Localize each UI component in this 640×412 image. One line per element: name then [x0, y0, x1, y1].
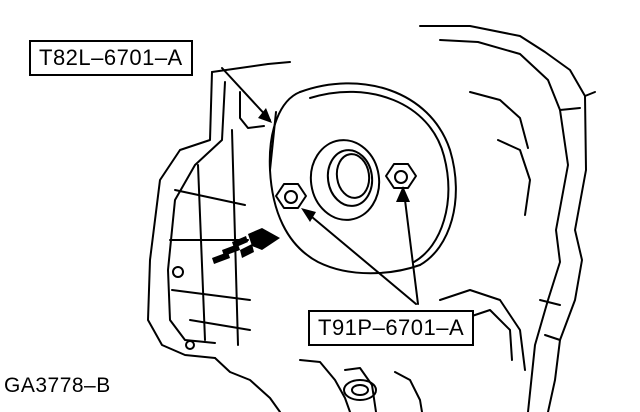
figure-identifier: GA3778–B [4, 374, 111, 397]
tool-number-upper: T82L–6701–A [39, 45, 183, 70]
installer-tool [268, 82, 457, 275]
tool-callout-upper: T82L–6701–A [29, 40, 193, 76]
install-direction-arrow [212, 228, 280, 264]
transmission-case [147, 25, 596, 412]
callout-leaders [221, 67, 419, 305]
tool-number-lower: T91P–6701–A [318, 315, 465, 340]
tool-callout-lower: T91P–6701–A [308, 310, 475, 346]
leader-arrowheads [258, 108, 410, 222]
